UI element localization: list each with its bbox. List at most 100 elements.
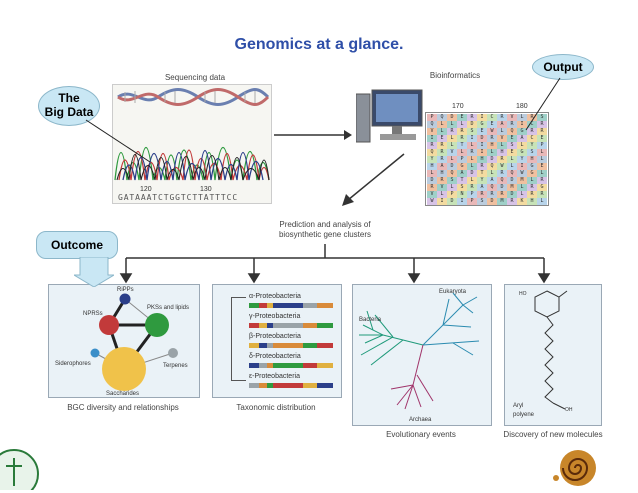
alignment-cell: C bbox=[527, 121, 537, 128]
alignment-cell: H bbox=[497, 149, 507, 156]
alignment-cell: L bbox=[487, 170, 497, 177]
taxonomy-bar-segment bbox=[273, 383, 303, 388]
alignment-cell: R bbox=[537, 177, 547, 184]
alignment-cell: R bbox=[527, 184, 537, 191]
alignment-cell: L bbox=[537, 198, 547, 205]
sequencing-label: Sequencing data bbox=[164, 73, 226, 82]
alignment-cell: G bbox=[477, 121, 487, 128]
alignment-cell: L bbox=[487, 149, 497, 156]
alignment-cell: L bbox=[427, 170, 437, 177]
alignment-cell: E bbox=[477, 128, 487, 135]
alignment-cell: P bbox=[537, 142, 547, 149]
taxonomy-bar-segment bbox=[303, 383, 317, 388]
alignment-cell: D bbox=[487, 156, 497, 163]
taxonomy-bar-segment bbox=[317, 303, 333, 308]
taxonomy-item-bar bbox=[249, 303, 333, 308]
alignment-cell: W bbox=[517, 170, 527, 177]
alignment-cell: R bbox=[497, 170, 507, 177]
taxonomy-item-bar bbox=[249, 363, 333, 368]
chromatogram bbox=[114, 88, 270, 181]
alignment-cell: D bbox=[467, 121, 477, 128]
alignment-cell: L bbox=[517, 142, 527, 149]
alignment-cell: V bbox=[427, 191, 437, 198]
alignment-cell: A bbox=[487, 177, 497, 184]
prediction-label: Prediction and analysis of biosynthetic … bbox=[250, 220, 400, 240]
alignment-cell: R bbox=[487, 191, 497, 198]
alignment-cell: R bbox=[437, 142, 447, 149]
svg-text:OH: OH bbox=[565, 407, 573, 413]
alignment-cell: C bbox=[487, 114, 497, 121]
taxonomy-bar-segment bbox=[249, 363, 259, 368]
evolution-caption: Evolutionary events bbox=[386, 430, 456, 439]
alignment-cell: A bbox=[437, 163, 447, 170]
alignment-cell: R bbox=[447, 128, 457, 135]
alignment-cell: R bbox=[467, 149, 477, 156]
bgc-caption: BGC diversity and relationships bbox=[67, 403, 179, 412]
alignment-cell: R bbox=[537, 128, 547, 135]
branch-connector bbox=[119, 244, 551, 284]
alignment-cell: D bbox=[507, 177, 517, 184]
alignment-cell: S bbox=[457, 184, 467, 191]
alignment-cell: L bbox=[537, 156, 547, 163]
alignment-cell: G bbox=[537, 184, 547, 191]
big-data-callout: The Big Data bbox=[38, 86, 100, 126]
alignment-cell: E bbox=[537, 135, 547, 142]
alignment-cell: L bbox=[467, 163, 477, 170]
alignment-cell: R bbox=[467, 184, 477, 191]
alignment-cell: H bbox=[527, 156, 537, 163]
alignment-cell: W bbox=[427, 198, 437, 205]
alignment-cell: E bbox=[457, 114, 467, 121]
alignment-cell: V bbox=[507, 114, 517, 121]
alignment-cell: D bbox=[447, 114, 457, 121]
alignment-cell: R bbox=[497, 114, 507, 121]
alignment-cell: S bbox=[537, 114, 547, 121]
alignment-cell: I bbox=[477, 149, 487, 156]
alignment-cell: E bbox=[507, 149, 517, 156]
alignment-cell: P bbox=[457, 156, 467, 163]
output-callout: Output bbox=[532, 54, 594, 80]
taxonomy-item-label: ε-Proteobacteria bbox=[249, 373, 300, 380]
institution-logo bbox=[0, 449, 39, 490]
alignment-cell: I bbox=[437, 198, 447, 205]
alignment-cell: L bbox=[537, 170, 547, 177]
taxonomy-item-label: β-Proteobacteria bbox=[249, 333, 301, 340]
alignment-cell: R bbox=[537, 121, 547, 128]
alignment-cell: R bbox=[497, 156, 507, 163]
taxonomy-bar-segment bbox=[249, 343, 259, 348]
alignment-cell: I bbox=[517, 121, 527, 128]
node-label-pks: PKSs and lipids bbox=[147, 305, 189, 311]
outcome-callout: Outcome bbox=[36, 231, 118, 259]
alignment-cell: S bbox=[507, 142, 517, 149]
molecule-label-polyene: polyene bbox=[513, 412, 535, 418]
taxonomy-bar-segment bbox=[249, 383, 259, 388]
taxonomy-item-label: γ-Proteobacteria bbox=[249, 313, 301, 320]
alignment-cell: R bbox=[427, 184, 437, 191]
alignment-cell: G bbox=[527, 163, 537, 170]
alignment-cell: R bbox=[477, 163, 487, 170]
node-label-terpenes: Terpenes bbox=[163, 363, 188, 369]
alignment-cell: Y bbox=[517, 156, 527, 163]
alignment-cell: P bbox=[447, 191, 457, 198]
taxonomy-bracket bbox=[231, 297, 246, 381]
alignment-cell: D bbox=[447, 198, 457, 205]
evolution-panel: Eukaryota Bacteria Archaea bbox=[352, 284, 492, 426]
alignment-cell: L bbox=[457, 121, 467, 128]
alignment-cell: P bbox=[467, 198, 477, 205]
alignment-cell: R bbox=[507, 198, 517, 205]
alignment-cell: L bbox=[537, 149, 547, 156]
alignment-cell: Q bbox=[447, 170, 457, 177]
alignment-cell: E bbox=[437, 135, 447, 142]
alignment-cell: L bbox=[497, 142, 507, 149]
alignment-cell: H bbox=[477, 156, 487, 163]
alignment-cell: R bbox=[427, 142, 437, 149]
alignment-position-a: 170 bbox=[452, 103, 464, 110]
alignment-cell: L bbox=[467, 177, 477, 184]
alignment-cell: Q bbox=[487, 163, 497, 170]
alignment-cell: D bbox=[447, 163, 457, 170]
taxonomy-bar-segment bbox=[259, 303, 267, 308]
alignment-cell: L bbox=[437, 121, 447, 128]
alignment-cell: W bbox=[497, 163, 507, 170]
alignment-cell: L bbox=[447, 156, 457, 163]
alignment-cell: R bbox=[467, 114, 477, 121]
alignment-cell: Q bbox=[427, 121, 437, 128]
